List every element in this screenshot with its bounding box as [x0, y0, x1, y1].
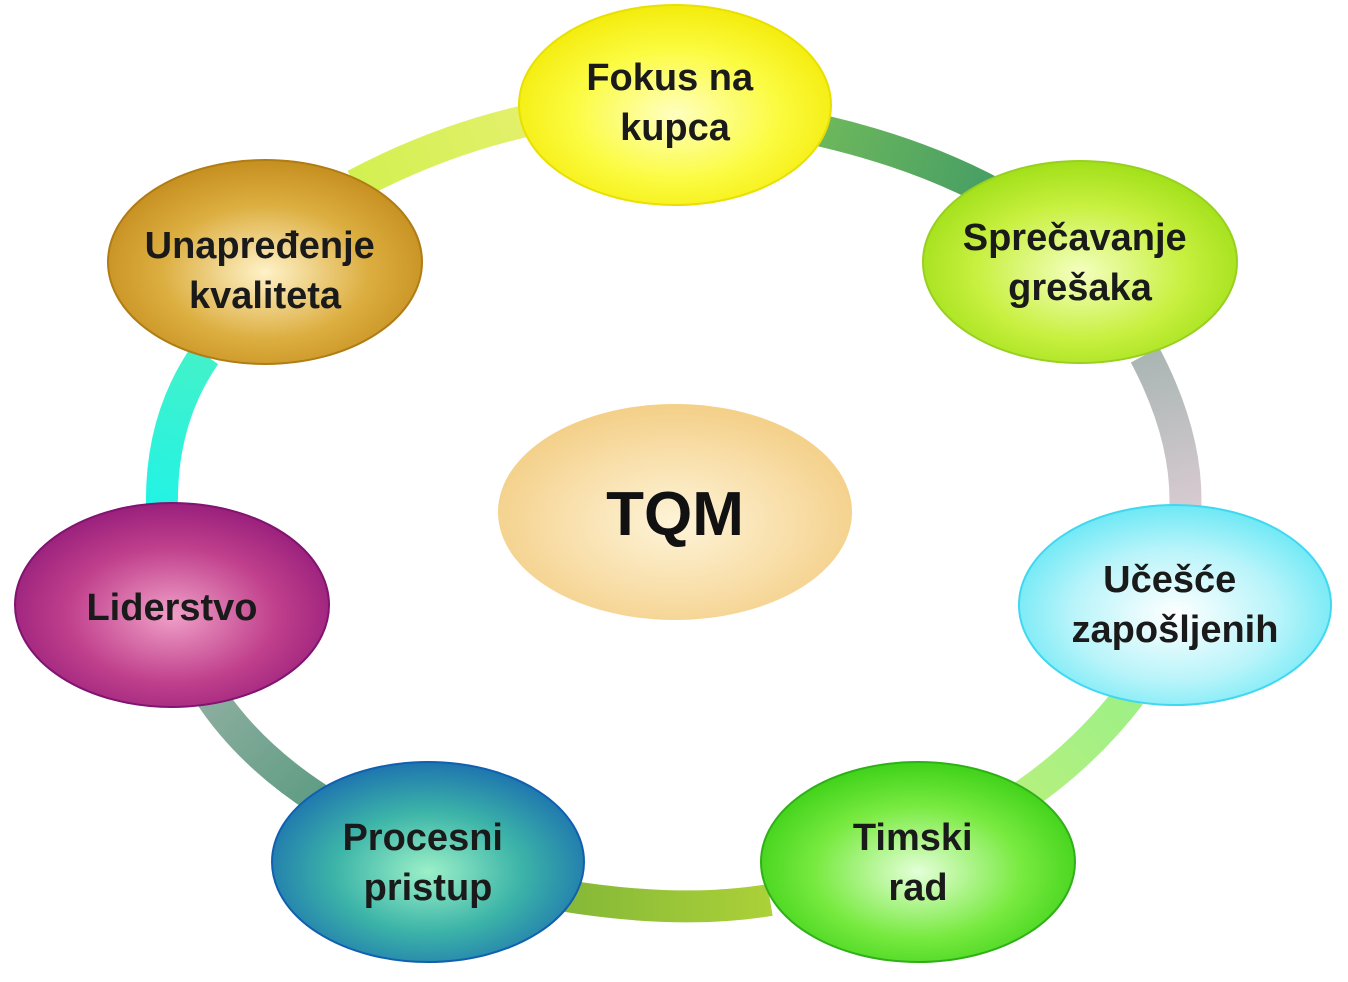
node-label-line: rad — [888, 867, 947, 909]
ring-segment — [196, 686, 329, 814]
svg-text:Procesni pristup: Procesni pristup — [342, 817, 513, 909]
node-label-line: Unapređenje — [145, 225, 375, 267]
node-label-line: Procesni — [342, 817, 503, 859]
node-timski-rad: Timski rad — [760, 761, 1076, 963]
node-label-line: grešaka — [1008, 267, 1153, 309]
node-liderstvo: Liderstvo — [14, 502, 330, 708]
node-label-line: Timski — [853, 817, 973, 859]
ring-segment — [145, 345, 219, 509]
node-procesni-pristup: Procesni pristup — [271, 761, 585, 963]
node-label-line: kupca — [620, 107, 731, 149]
svg-text:Sprečavanje grešaka: Sprečavanje grešaka — [963, 217, 1197, 309]
node-unapredjenje-kvaliteta: Unapređenje kvaliteta — [107, 159, 423, 365]
node-label-line: kvaliteta — [189, 275, 342, 317]
svg-text:Liderstvo: Liderstvo — [86, 587, 257, 629]
node-label-line: Fokus na — [586, 57, 754, 99]
ring-segment — [557, 879, 773, 923]
svg-text:Timski rad: Timski rad — [853, 817, 983, 909]
node-fokus-na-kupca: Fokus na kupca — [518, 4, 832, 206]
node-label-line: Sprečavanje — [963, 217, 1187, 259]
node-label-line: Liderstvo — [86, 587, 257, 629]
ring-segment — [347, 104, 534, 200]
svg-text:Fokus na kupca: Fokus na kupca — [586, 57, 763, 149]
node-ucesce-zaposljenih: Učešće zapošljenih — [1018, 504, 1332, 706]
svg-text:Unapređenje kvaliteta: Unapređenje kvaliteta — [145, 225, 386, 317]
node-label-line: Učešće — [1103, 559, 1236, 601]
ring-segment — [1001, 685, 1143, 819]
svg-text:Učešće zapošljenih: Učešće zapošljenih — [1072, 559, 1279, 651]
node-label-line: zapošljenih — [1072, 609, 1279, 651]
center-label: TQM — [606, 480, 744, 549]
node-label-line: pristup — [364, 867, 493, 909]
center-node: TQM — [498, 404, 852, 620]
ring-segment — [1130, 347, 1202, 517]
node-sprecavanje-gresaka: Sprečavanje grešaka — [922, 160, 1238, 364]
